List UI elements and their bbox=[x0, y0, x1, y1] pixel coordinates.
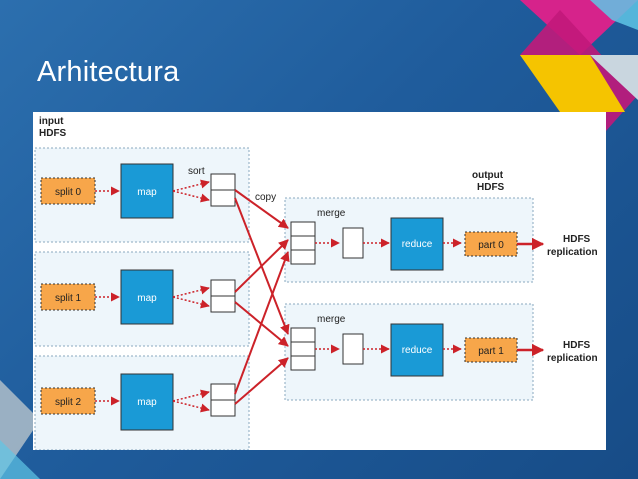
output-hdfs-label-line1: output bbox=[472, 170, 504, 181]
split-label-2: split 2 bbox=[55, 397, 82, 408]
copy-label: copy bbox=[255, 192, 276, 203]
sort-label: sort bbox=[188, 166, 205, 177]
copy-arrow-2-to-r1 bbox=[234, 357, 289, 405]
map-box-0 bbox=[120, 163, 174, 219]
input-hdfs-label-line1: input bbox=[39, 116, 64, 127]
hdfs-replication-1-line2: replication bbox=[547, 353, 598, 364]
slide-title: Arhitectura bbox=[37, 56, 180, 88]
split-label-0: split 0 bbox=[55, 187, 82, 198]
input-hdfs-label-line2: HDFS bbox=[39, 128, 67, 139]
part-box-0 bbox=[464, 231, 518, 257]
copy-arrow-2-to-r0 bbox=[234, 251, 290, 395]
split-box-1 bbox=[40, 283, 96, 311]
part-label-0: part 0 bbox=[478, 240, 504, 251]
mapreduce-diagram: input HDFS output HDFS sort copy split 0… bbox=[33, 112, 606, 450]
part-label-1: part 1 bbox=[478, 346, 504, 357]
reduce-label-0: reduce bbox=[402, 239, 433, 250]
merge-label-1: merge bbox=[317, 314, 346, 325]
part-box-1 bbox=[464, 337, 518, 363]
deco-yellow-shape bbox=[520, 55, 625, 112]
copy-arrow-1-to-r0 bbox=[234, 239, 289, 293]
map-box-1 bbox=[120, 269, 174, 325]
hdfs-replication-1-line1: HDFS bbox=[563, 340, 591, 351]
merge-label-0: merge bbox=[317, 208, 346, 219]
map-label-1: map bbox=[137, 293, 157, 304]
split-box-0 bbox=[40, 177, 96, 205]
split-box-2 bbox=[40, 387, 96, 415]
hdfs-replication-0-line1: HDFS bbox=[563, 234, 591, 245]
merged-file-0 bbox=[342, 227, 364, 259]
split-label-1: split 1 bbox=[55, 293, 82, 304]
reduce-box-0 bbox=[390, 217, 444, 271]
reduce-label-1: reduce bbox=[402, 345, 433, 356]
map-label-0: map bbox=[137, 187, 157, 198]
copy-arrow-0-to-r0 bbox=[234, 189, 289, 229]
deco-magenta-triangle bbox=[520, 0, 638, 55]
merge-buffer-0 bbox=[290, 221, 316, 265]
output-hdfs-label-line2: HDFS bbox=[477, 182, 505, 193]
hdfs-replication-0-line2: replication bbox=[547, 247, 598, 258]
deco-cyan-strip bbox=[590, 0, 638, 30]
deco-light-corner bbox=[590, 55, 638, 100]
merge-buffer-1 bbox=[290, 327, 316, 371]
diagram-canvas: input HDFS output HDFS sort copy split 0… bbox=[34, 116, 598, 450]
reduce-box-1 bbox=[390, 323, 444, 377]
merged-file-1 bbox=[342, 333, 364, 365]
map-box-2 bbox=[120, 373, 174, 431]
map-label-2: map bbox=[137, 397, 157, 408]
